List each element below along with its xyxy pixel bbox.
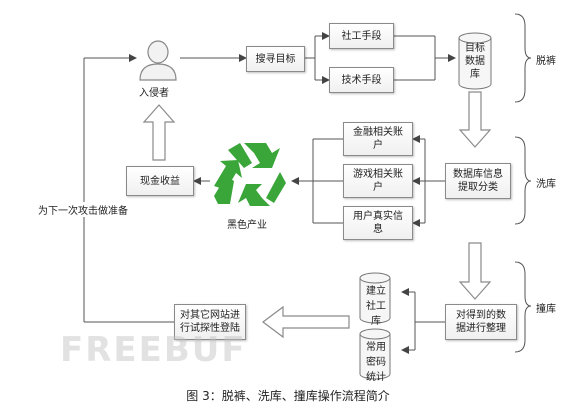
recycle-icon: [214, 143, 286, 206]
social-db-cylinder-icon: [359, 272, 391, 324]
social-eng-box: 社工手段: [329, 23, 394, 49]
cash-income-box: 现金收益: [126, 166, 194, 196]
db-classify-box: 数据库信息 提取分类: [445, 163, 511, 199]
section-wash-label: 洗库: [536, 179, 556, 190]
section-stuff-label: 撞库: [536, 304, 556, 315]
organize-data-box: 对得到的数 据进行整理: [445, 304, 517, 340]
tech-means-box: 技术手段: [329, 67, 394, 93]
watermark: FREEBUF: [60, 330, 247, 370]
figure-caption: 图 3：脱裤、洗库、撞库操作流程简介: [186, 389, 390, 403]
search-target-box: 搜寻目标: [246, 46, 305, 72]
black-industry-label: 黑色产业: [227, 220, 267, 231]
section-dump-label: 脱裤: [536, 56, 556, 67]
intruder-label: 入侵者: [139, 88, 169, 99]
target-db-label: 目标 数据 库: [465, 43, 485, 80]
prepare-next-label: 为下一次攻击做准备: [38, 202, 128, 217]
try-login-box: 对其它网站进 行试探性登陆: [174, 304, 246, 340]
intruder-person-icon: [139, 40, 177, 81]
pwd-stats-label: 常用 密码 统计: [366, 342, 386, 383]
real-identity-box: 用户真实信 息: [343, 206, 413, 240]
pwd-stats-cylinder-icon: [359, 328, 391, 380]
build-social-db-label: 建立 社工 库: [366, 286, 386, 327]
database-cylinder-icon: [458, 32, 492, 90]
financial-acct-box: 金融相关账 户: [343, 122, 413, 156]
game-acct-box: 游戏相关账 户: [343, 164, 413, 198]
